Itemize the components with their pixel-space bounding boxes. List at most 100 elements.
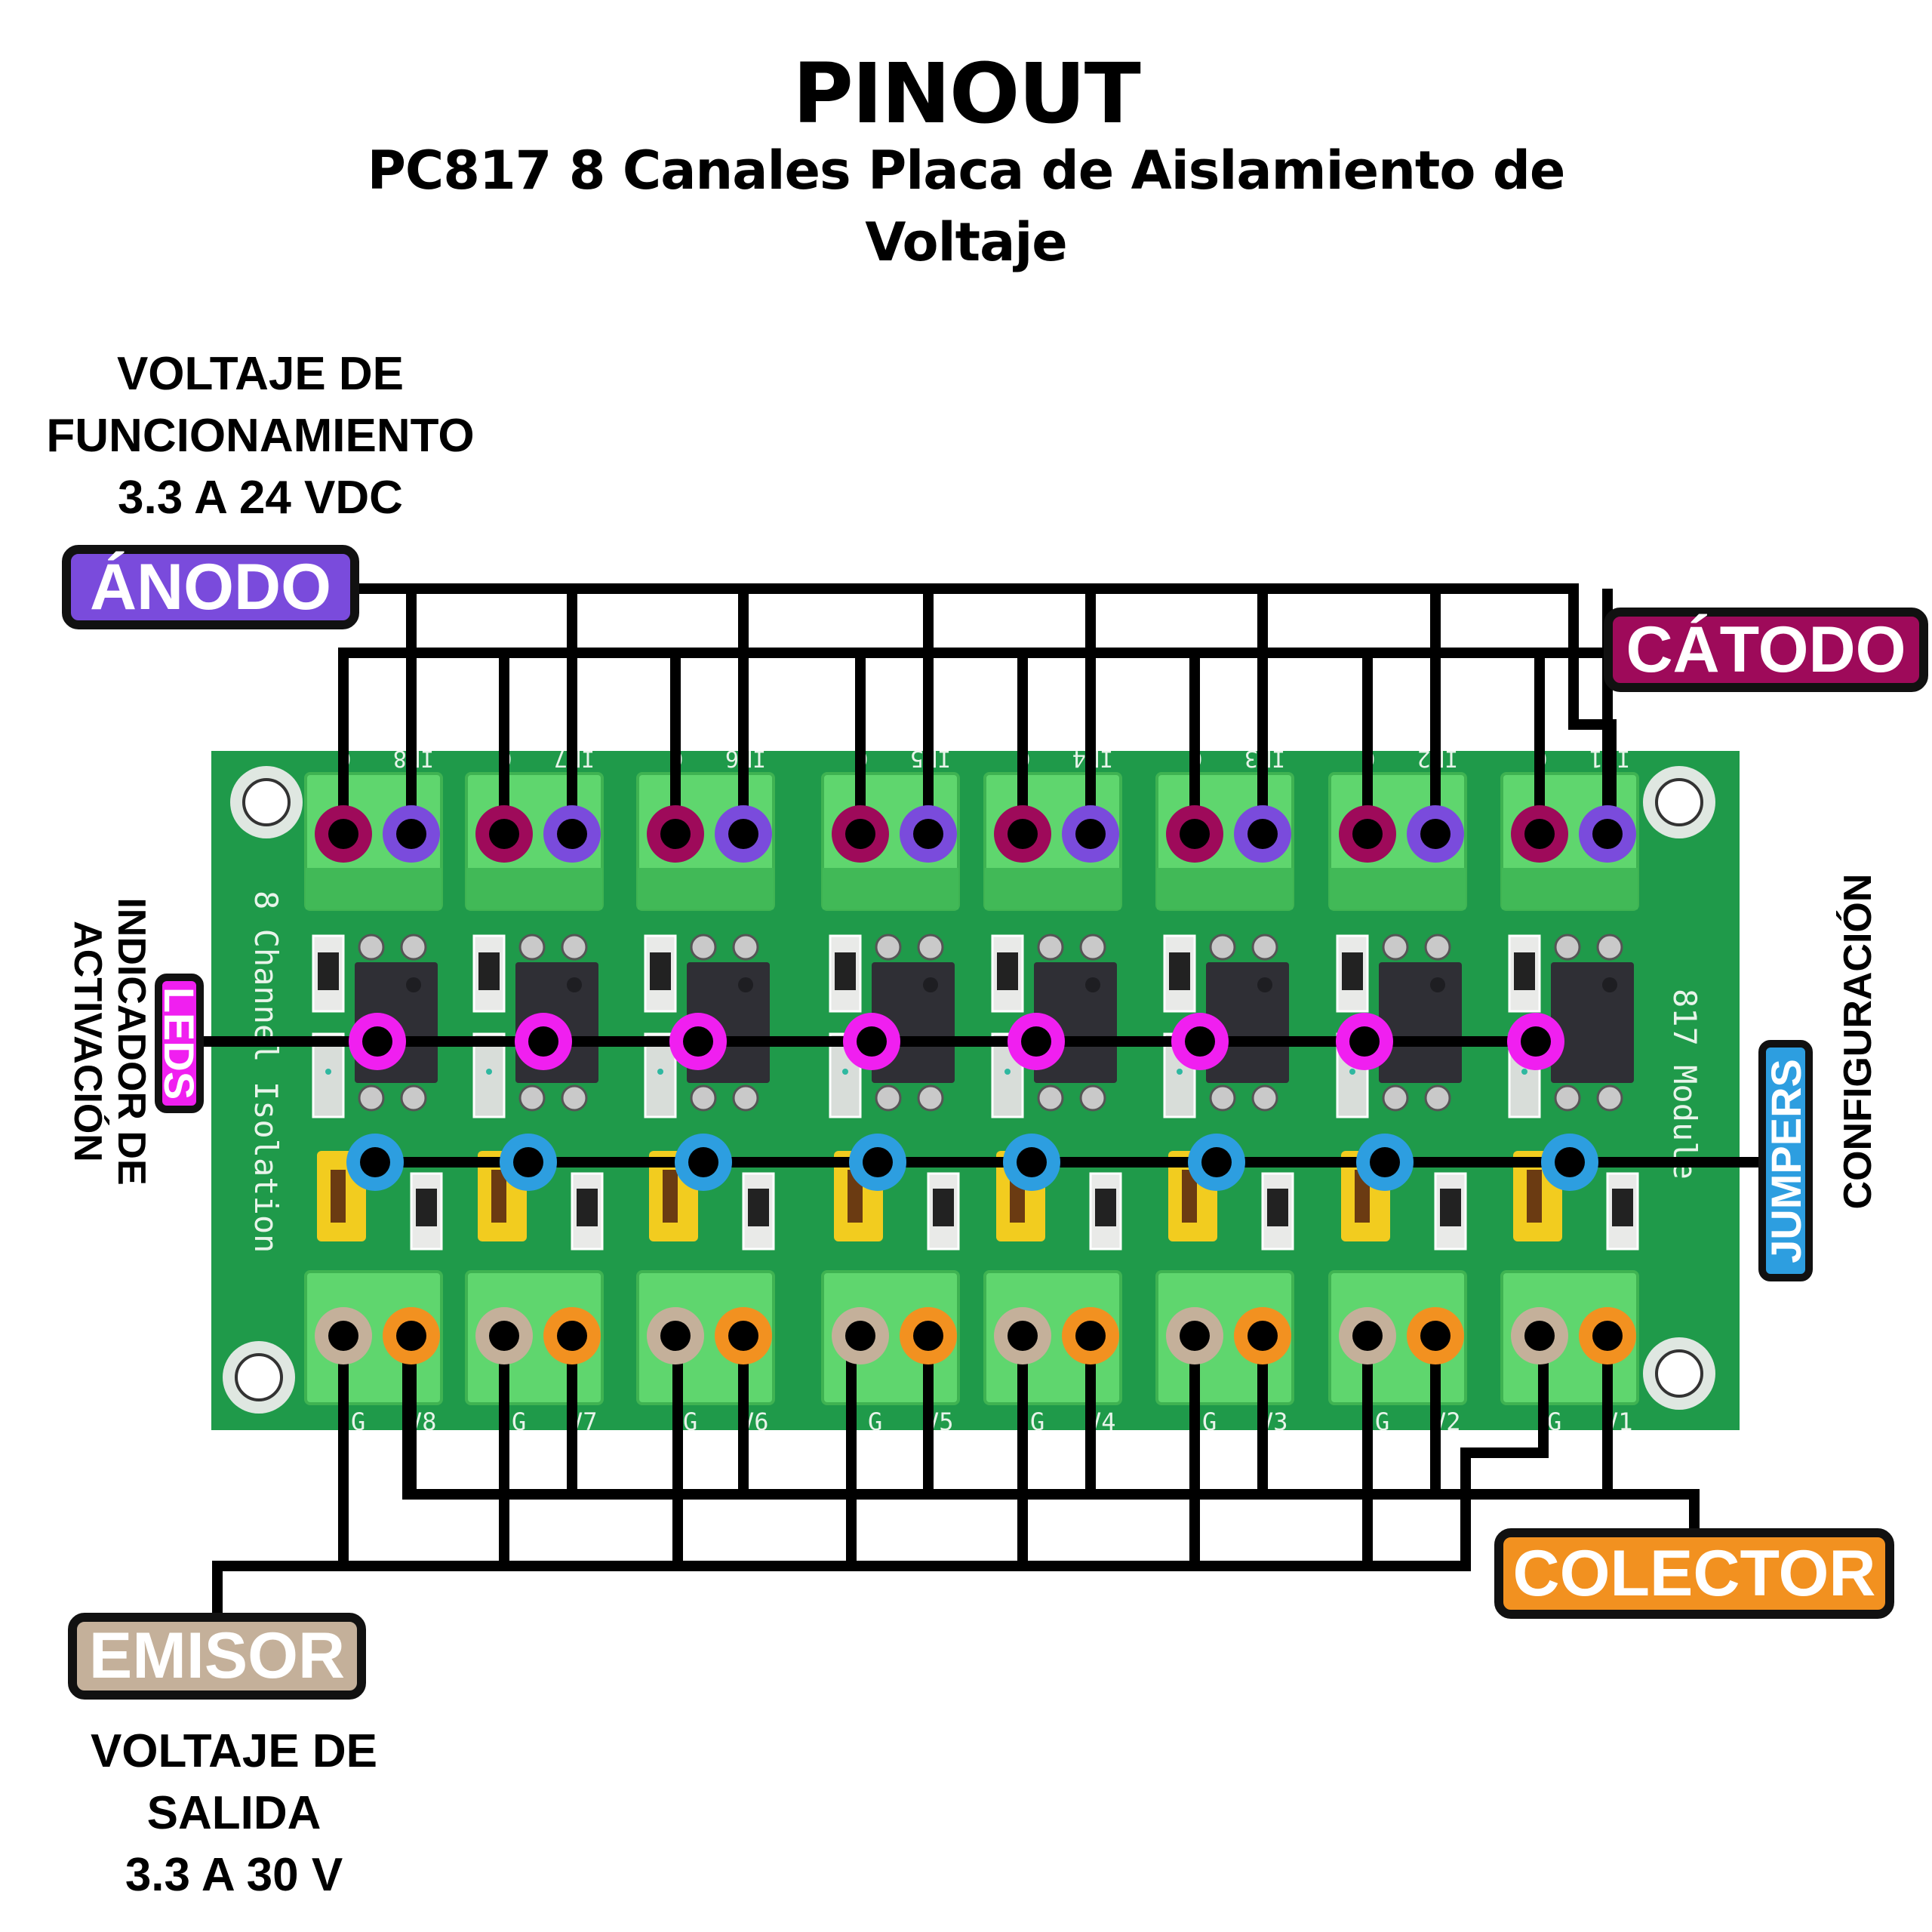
- opto-pin: [1079, 934, 1106, 961]
- jumper-marker-center: [1555, 1147, 1585, 1177]
- opto-pin: [875, 1084, 902, 1112]
- resistor-body: [835, 952, 856, 990]
- jumper-marker-center: [1017, 1147, 1047, 1177]
- opto-pin: [690, 934, 717, 961]
- collector-pin-marker-center: [913, 1321, 943, 1351]
- terminal-shadow: [985, 868, 1121, 909]
- opto-pin: [400, 1084, 427, 1112]
- terminal-shadow: [638, 868, 774, 909]
- collector-pin-marker-center: [1420, 1321, 1451, 1351]
- opto-pin: [1596, 934, 1623, 961]
- opto-pin: [875, 934, 902, 961]
- output-voltage-line1: VOLTAJE DE: [90, 1725, 378, 1777]
- jumper-marker-center: [1370, 1147, 1400, 1177]
- opto-pin: [1382, 934, 1409, 961]
- terminal-shadow: [466, 868, 602, 909]
- opto-pin: [518, 1084, 546, 1112]
- jumper-contact: [331, 1170, 346, 1223]
- anodo-label: ÁNODO: [62, 545, 359, 629]
- input-voltage-line2: FUNCIONAMIENTO: [46, 410, 475, 462]
- emisor-label: EMISOR: [68, 1613, 366, 1700]
- opto-pin: [1079, 1084, 1106, 1112]
- cathode-pin-marker-center: [1008, 819, 1038, 849]
- terminal-shadow: [306, 868, 441, 909]
- jumpers-label: JUMPERS: [1758, 1040, 1813, 1281]
- resistor-body: [1267, 1189, 1288, 1226]
- cathode-pin-marker-center: [1180, 819, 1210, 849]
- resistor-body: [416, 1189, 437, 1226]
- led-indicator-spec: INDICADOR DE ACTIVACIÓN: [66, 897, 153, 1185]
- collector-pin-marker-center: [396, 1321, 426, 1351]
- opto-pin: [732, 1084, 759, 1112]
- anode-pin-marker-center: [1592, 819, 1623, 849]
- pc817-optocoupler: [1206, 962, 1289, 1083]
- status-led: [472, 1032, 506, 1118]
- jumper-marker-center: [360, 1147, 390, 1177]
- opto-pin: [561, 1084, 588, 1112]
- page-title: PINOUT: [792, 45, 1140, 142]
- opto-pin: [1596, 1084, 1623, 1112]
- anode-pin-marker-center: [1420, 819, 1451, 849]
- pc817-optocoupler: [1379, 962, 1462, 1083]
- opto-pin: [690, 1084, 717, 1112]
- opto-pin: [917, 934, 944, 961]
- led-lens: [842, 1069, 848, 1075]
- opto-pin: [1251, 1084, 1278, 1112]
- led-marker-center: [1185, 1026, 1215, 1057]
- led-lens: [657, 1069, 663, 1075]
- opto-pin: [358, 1084, 385, 1112]
- led-indicator-line1: INDICADOR DE: [109, 897, 153, 1186]
- opto-pin: [917, 1084, 944, 1112]
- collector-pin-marker-center: [1247, 1321, 1278, 1351]
- page-subtitle-line1: PC817 8 Canales Placa de Aislamiento de: [367, 140, 1566, 202]
- pc817-optocoupler: [1551, 962, 1634, 1083]
- led-marker-center: [1521, 1026, 1551, 1057]
- led-lens: [1521, 1069, 1527, 1075]
- led-lens: [486, 1069, 492, 1075]
- collector-pin-marker-center: [1075, 1321, 1106, 1351]
- emitter-bus-wire: [212, 1336, 1549, 1613]
- output-pin-g-label: G: [1375, 1407, 1389, 1436]
- terminal-shadow: [1157, 868, 1293, 909]
- jumper-contact: [491, 1170, 506, 1223]
- colector-label-text: COLECTOR: [1512, 1537, 1876, 1610]
- output-pin-g-label: G: [683, 1407, 697, 1436]
- opto-pin: [1037, 934, 1064, 961]
- colector-label: COLECTOR: [1494, 1528, 1894, 1619]
- anode-pin-marker-center: [1247, 819, 1278, 849]
- emitter-pin-marker-center: [489, 1321, 519, 1351]
- pin1-marker: [406, 977, 421, 992]
- opto-pin: [1424, 1084, 1451, 1112]
- terminal-shadow: [1502, 868, 1638, 909]
- input-voltage-range: 3.3 A 24 VDC: [118, 472, 403, 524]
- emitter-pin-marker-center: [1352, 1321, 1383, 1351]
- jumper-config-spec: CONFIGURACIÓN: [1836, 873, 1880, 1210]
- resistor-body: [997, 952, 1018, 990]
- resistor-body: [1440, 1189, 1461, 1226]
- cathode-pin-marker-center: [660, 819, 691, 849]
- opto-pin: [1554, 1084, 1581, 1112]
- anodo-label-text: ÁNODO: [89, 550, 332, 623]
- resistor-body: [1169, 952, 1190, 990]
- resistor-body: [577, 1189, 598, 1226]
- pin1-marker: [1602, 977, 1617, 992]
- resistor-body: [1612, 1189, 1633, 1226]
- output-voltage-range: 3.3 A 30 V: [125, 1849, 343, 1901]
- input-voltage-line1: VOLTAJE DE: [116, 348, 405, 400]
- anode-pin-marker-center: [728, 819, 758, 849]
- pin1-marker: [1257, 977, 1272, 992]
- leds-label: LEDS: [155, 974, 204, 1113]
- output-pin-g-label: G: [512, 1407, 526, 1436]
- opto-pin: [518, 934, 546, 961]
- jumper-marker-center: [513, 1147, 543, 1177]
- led-marker-center: [362, 1026, 392, 1057]
- anode-pin-marker-center: [1075, 819, 1106, 849]
- opto-pin: [1037, 1084, 1064, 1112]
- emitter-pin-marker-center: [328, 1321, 358, 1351]
- output-voltage-line2: SALIDA: [146, 1787, 321, 1839]
- output-pin-g-label: G: [1202, 1407, 1217, 1436]
- emitter-pin-marker-center: [660, 1321, 691, 1351]
- led-lens: [1177, 1069, 1183, 1075]
- opto-pin: [561, 934, 588, 961]
- emitter-pin-marker-center: [1008, 1321, 1038, 1351]
